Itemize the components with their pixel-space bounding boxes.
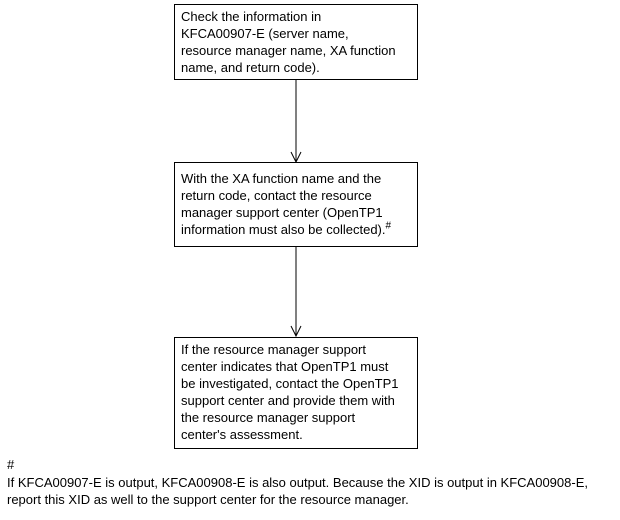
footnote: # If KFCA00907-E is output, KFCA00908-E …: [7, 456, 613, 508]
flow-step-contact-resource-manager-support: With the XA function name and the return…: [174, 162, 418, 247]
flow-step-contact-opentp1-support-text: If the resource manager support center i…: [181, 342, 399, 442]
flow-step-check-information-text: Check the information in KFCA00907-E (se…: [181, 9, 396, 75]
footnote-reference: #: [385, 220, 392, 232]
flow-step-check-information: Check the information in KFCA00907-E (se…: [174, 4, 418, 80]
footnote-text: If KFCA00907-E is output, KFCA00908-E is…: [7, 475, 588, 507]
flow-step-contact-resource-manager-support-text: With the XA function name and the return…: [181, 171, 386, 237]
footnote-marker: #: [7, 457, 15, 472]
arrow-down-icon: [290, 247, 302, 337]
arrow-down-icon: [290, 80, 302, 163]
flow-step-contact-opentp1-support: If the resource manager support center i…: [174, 337, 418, 449]
